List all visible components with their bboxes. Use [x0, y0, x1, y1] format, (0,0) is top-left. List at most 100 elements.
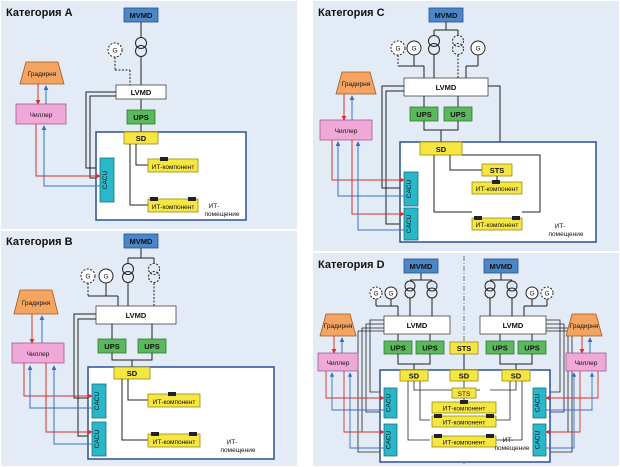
ups-label: UPS: [133, 113, 148, 122]
it-room-label: помещение: [221, 447, 256, 454]
mvmd-label: MVMD: [130, 237, 153, 246]
chiller-label: Чиллер: [30, 112, 53, 119]
sd-box: [123, 131, 159, 145]
tower-label: Градирня: [28, 71, 57, 78]
cacu-label: CACU: [406, 214, 413, 233]
generator-label: G: [411, 46, 416, 53]
mvmd-label: MVMD: [490, 262, 513, 271]
chiller-label: Чиллер: [575, 360, 598, 367]
ups-label: UPS: [104, 342, 119, 351]
it-component-box: [147, 198, 199, 213]
sts-label: STS: [457, 344, 472, 353]
sd-label: SD: [436, 145, 447, 154]
it-component-label: ИТ-компонент: [153, 439, 196, 446]
it-room-label: помещение: [205, 211, 240, 218]
lvmd-box: [403, 77, 489, 97]
panel-b-title: Категория B: [6, 236, 73, 248]
panel-a: Категория А MVMD G Градирня Чиллер LVMD …: [6, 7, 247, 221]
chiller-label: Чиллер: [27, 351, 50, 358]
it-component-label: ИТ-компонент: [443, 420, 486, 427]
lvmd-box: [479, 315, 547, 335]
sts-label: STS: [490, 166, 505, 175]
lvmd-label: LVMD: [436, 83, 457, 92]
ups-label: UPS: [524, 344, 539, 353]
cacu-box: [91, 421, 107, 457]
panel-d: Категория D MVMD G G MVMD G G: [317, 256, 607, 466]
cooling-tower-shape: [13, 289, 59, 315]
lvmd-label: LVMD: [126, 311, 147, 320]
it-component-box: [471, 217, 523, 231]
mvmd-label: MVMD: [435, 11, 458, 20]
it-room-label: помещение: [549, 231, 584, 238]
it-component-box: [431, 435, 497, 448]
generator-label: G: [103, 274, 108, 281]
it-component-label: ИТ-компонент: [443, 406, 486, 413]
generator-label: G: [395, 46, 400, 53]
ups-label: UPS: [450, 110, 465, 119]
tower-label: Градирня: [342, 81, 371, 88]
cacu-box: [403, 207, 419, 241]
it-room-label: ИТ-: [555, 223, 566, 230]
cacu-label: CACU: [535, 430, 542, 449]
sd-box: [113, 366, 151, 380]
cacu-box: [383, 423, 398, 457]
lvmd-label: LVMD: [503, 321, 524, 330]
generator-label: G: [85, 274, 90, 281]
lvmd-label: LVMD: [131, 88, 152, 97]
cooling-tower-shape: [19, 61, 65, 85]
tower-label: Градирня: [324, 323, 353, 330]
cacu-box: [383, 387, 398, 419]
panel-c-title: Категория C: [318, 7, 385, 19]
it-component-label: ИТ-компонент: [476, 186, 519, 193]
it-component-label: ИТ-компонент: [443, 440, 486, 447]
cacu-label: CACU: [94, 429, 101, 448]
generator-label: G: [388, 291, 393, 298]
cacu-label: CACU: [94, 391, 101, 410]
tower-label: Градирня: [22, 300, 51, 307]
lvmd-box: [383, 315, 451, 335]
sd-label: SD: [459, 372, 470, 381]
generator-label: G: [373, 291, 378, 298]
chiller-box: [15, 103, 67, 125]
sd-label: SD: [127, 369, 138, 378]
it-room-label: ИТ-: [227, 439, 238, 446]
ups-label: UPS: [144, 342, 159, 351]
ups-label: UPS: [422, 344, 437, 353]
generator-label: G: [529, 291, 534, 298]
tower-label: Градирня: [570, 323, 599, 330]
lvmd-label: LVMD: [407, 321, 428, 330]
cacu-box: [99, 157, 115, 203]
generator-label: G: [475, 46, 480, 53]
generator-icon: [369, 286, 383, 300]
generator-label: G: [112, 48, 117, 55]
sd-label: SD: [511, 372, 522, 381]
mvmd-label: MVMD: [410, 262, 433, 271]
it-room-label: ИТ-: [209, 203, 220, 210]
chiller-box: [11, 342, 65, 364]
it-component-label: ИТ-компонент: [152, 204, 195, 211]
it-component-label: ИТ-компонент: [476, 222, 519, 229]
cacu-box: [532, 387, 547, 419]
it-component-box: [147, 433, 201, 448]
generator-icon: [540, 286, 554, 300]
it-room-b: [87, 366, 275, 460]
panel-b: Категория B MVMD G G Градирня Чиллер L: [6, 233, 275, 460]
cacu-box: [403, 171, 419, 207]
generator-label: G: [544, 291, 549, 298]
ups-label: UPS: [390, 344, 405, 353]
cooling-tower-shape: [335, 71, 377, 95]
cacu-box: [532, 423, 547, 457]
lvmd-box: [95, 305, 177, 325]
it-room-label: помещение: [495, 445, 530, 452]
cacu-label: CACU: [102, 170, 109, 189]
chiller-box: [565, 352, 607, 372]
ups-label: UPS: [492, 344, 507, 353]
cooling-tower-shape: [319, 313, 357, 337]
panel-c: Категория C MVMD G G G Градирня Чиллер: [318, 7, 597, 243]
panel-d-title: Категория D: [318, 259, 385, 271]
it-component-box: [431, 415, 497, 428]
chiller-box: [317, 352, 359, 372]
cooling-tower-shape: [565, 313, 603, 337]
